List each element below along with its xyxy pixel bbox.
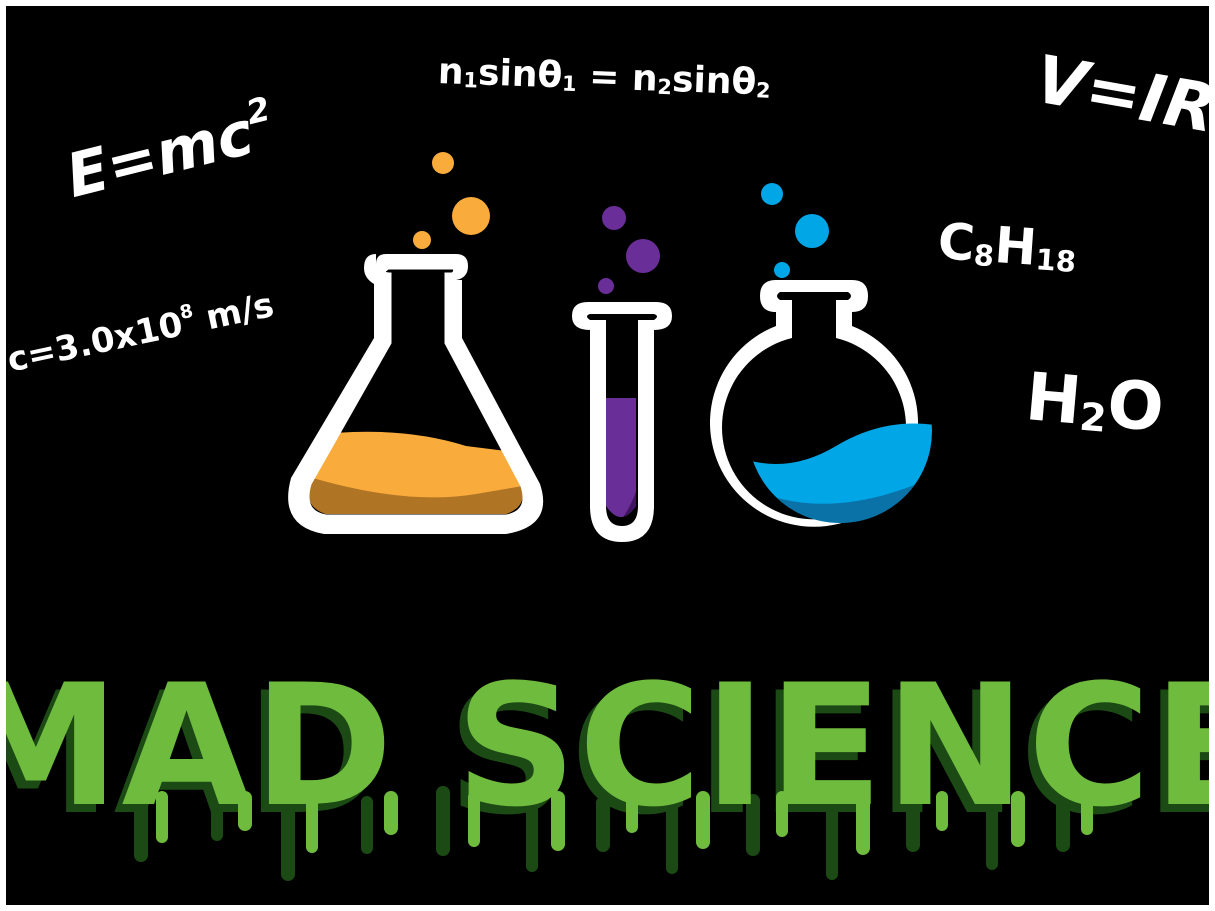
orange-bubble-tiny xyxy=(413,231,431,249)
blue-bubble-tiny xyxy=(774,262,790,278)
blackboard-background: E=mc2 n1sinθ1 = n2sinθ2 V=IR c=3.0x108 m… xyxy=(6,6,1209,905)
blue-bubble-small xyxy=(761,183,783,205)
purple-bubble-small xyxy=(602,206,626,230)
slime-drips xyxy=(156,791,1093,855)
orange-bubble-small xyxy=(432,152,454,174)
title-text: MAD SCIENCE xyxy=(6,648,1209,844)
purple-bubble-large xyxy=(626,239,660,273)
blue-bubble-large xyxy=(795,214,829,248)
conical-flask-rim xyxy=(306,266,526,518)
mad-science-title: MAD SCIENCE MAD SCIENCE xyxy=(6,648,1209,881)
title-shadow: MAD SCIENCE xyxy=(6,656,1209,852)
orange-liquid-shadow xyxy=(308,476,523,514)
test-tube-icon xyxy=(572,206,672,542)
conical-flask-icon xyxy=(288,152,544,534)
slime-shadow-drips xyxy=(134,786,1070,881)
purple-liquid xyxy=(606,398,636,517)
glassware-illustration xyxy=(288,152,932,542)
round-bottom-flask-icon xyxy=(710,183,932,527)
orange-bubble-large xyxy=(452,197,490,235)
purple-bubble-tiny xyxy=(598,278,614,294)
